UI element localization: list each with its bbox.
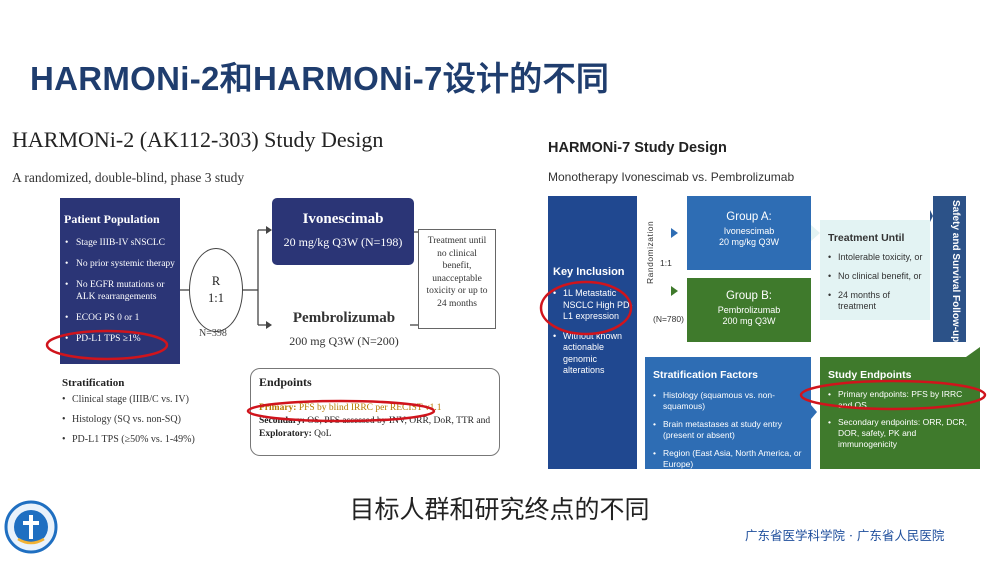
ivonescimab-arm-box: Ivonescimab 20 mg/kg Q3W (N=198) bbox=[272, 198, 414, 265]
randomization-letter: R bbox=[211, 274, 221, 288]
harmoni2-subtitle: A randomized, double-blind, phase 3 stud… bbox=[12, 170, 245, 185]
group-a-name: Group A: bbox=[726, 211, 772, 223]
population-item: No EGFR mutations or ALK rearrangements bbox=[64, 279, 175, 303]
randomization-circle: R 1:1 bbox=[189, 248, 243, 332]
highlight-ellipse-h7-endpoints bbox=[799, 379, 987, 411]
study-endpoint-item: Primary endpoints: PFS by IRRC and OS bbox=[828, 389, 974, 411]
population-item: No prior systemic therapy bbox=[64, 258, 175, 270]
group-a-box: Group A: Ivonescimab 20 mg/kg Q3W bbox=[687, 196, 811, 270]
randomization-ratio: 1:1 bbox=[208, 291, 224, 305]
harmoni2-endpoints-box: Endpoints Primary: PFS by blind IRRC per… bbox=[250, 368, 500, 456]
key-inclusion-box: Key Inclusion 1L Metastatic NSCLC High P… bbox=[548, 196, 637, 469]
harmoni2-stratification-list: Clinical stage (IIIB/C vs. IV) Histology… bbox=[62, 394, 195, 454]
harmoni7-subtitle: Monotherapy Ivonescimab vs. Pembrolizuma… bbox=[548, 170, 795, 184]
treatment-until-item: Intolerable toxicity, or bbox=[828, 252, 925, 263]
group-a-drug: Ivonescimab bbox=[723, 226, 775, 236]
study-endpoints-heading: Study Endpoints bbox=[828, 369, 912, 381]
highlight-ellipse-pdl1 bbox=[45, 329, 169, 361]
pembrolizumab-arm-name: Pembrolizumab bbox=[292, 310, 396, 326]
harmoni7-sample-size: (N=780) bbox=[653, 314, 684, 324]
harmoni2-endpoints-heading: Endpoints bbox=[259, 375, 312, 389]
group-b-box: Group B: Pembrolizumab 200 mg Q3W bbox=[687, 278, 811, 342]
slide-caption: 目标人群和研究终点的不同 bbox=[349, 495, 650, 524]
treatment-until-heading: Treatment Until bbox=[828, 232, 905, 244]
ivonescimab-arm-dose: 20 mg/kg Q3W (N=198) bbox=[283, 235, 403, 249]
harmoni7-ratio: 1:1 bbox=[660, 258, 672, 268]
harmoni2-treatment-box: Treatment until no clinical benefit, una… bbox=[418, 229, 496, 329]
highlight-ellipse-inclusion bbox=[539, 280, 633, 336]
secondary-label: Secondary: bbox=[259, 416, 305, 426]
study-endpoint-item: Secondary endpoints: ORR, DCR, DOR, safe… bbox=[828, 417, 974, 450]
inclusion-item: 1L Metastatic NSCLC High PD-L1 expressio… bbox=[553, 288, 633, 323]
harmoni2-stratification-heading: Stratification bbox=[62, 377, 125, 389]
stratification-factor-item: Brain metastases at study entry (present… bbox=[653, 419, 805, 441]
primary-value: PFS by blind IRRC per RECIST v1.1 bbox=[298, 403, 442, 413]
footer-organization: 广东省医学科学院 · 广东省人民医院 bbox=[745, 528, 945, 543]
exploratory-value: QoL bbox=[314, 429, 332, 439]
population-item: ECOG PS 0 or 1 bbox=[64, 312, 175, 324]
harmoni2-exploratory-endpoint: Exploratory: QoL bbox=[259, 428, 491, 441]
stratification-item: PD-L1 TPS (≥50% vs. 1-49%) bbox=[62, 434, 195, 446]
inclusion-item: Without known actionable genomic alterat… bbox=[553, 331, 633, 377]
harmoni2-title: HARMONi-2 (AK112-303) Study Design bbox=[12, 127, 384, 152]
harmoni2-sample-size: N=398 bbox=[199, 328, 227, 339]
hospital-logo-icon bbox=[4, 500, 58, 554]
treatment-until-box: Treatment Until Intolerable toxicity, or… bbox=[820, 220, 930, 320]
stratification-item: Clinical stage (IIIB/C vs. IV) bbox=[62, 394, 195, 406]
patient-population-box: Patient Population Stage IIIB-IV sNSCLC … bbox=[60, 198, 180, 364]
stratification-factors-heading: Stratification Factors bbox=[653, 369, 759, 381]
study-endpoints-box: Study Endpoints Primary endpoints: PFS b… bbox=[820, 357, 980, 469]
stratification-item: Histology (SQ vs. non-SQ) bbox=[62, 414, 195, 426]
slide-title: HARMONi-2和HARMONi-7设计的不同 bbox=[30, 60, 610, 97]
group-a-dose: 20 mg/kg Q3W bbox=[718, 237, 780, 247]
secondary-value: OS, PFS assessed by INV, ORR, DoR, TTR a… bbox=[307, 416, 491, 426]
pembrolizumab-arm-dose: 200 mg Q3W (N=200) bbox=[289, 334, 399, 348]
treatment-until-item: 24 months of treatment bbox=[828, 290, 925, 312]
exploratory-label: Exploratory: bbox=[259, 429, 312, 439]
population-item: Stage IIIB-IV sNSCLC bbox=[64, 237, 175, 249]
key-inclusion-heading: Key Inclusion bbox=[553, 266, 625, 278]
population-item: PD-L1 TPS ≥1% bbox=[64, 333, 175, 345]
stratification-factor-item: Region (East Asia, North America, or Eur… bbox=[653, 448, 805, 470]
stratification-factor-item: Histology (squamous vs. non-squamous) bbox=[653, 390, 805, 412]
primary-label: Primary: bbox=[259, 403, 297, 413]
safety-followup-box bbox=[933, 196, 966, 342]
treatment-until-item: No clinical benefit, or bbox=[828, 271, 925, 282]
harmoni7-title: HARMONi-7 Study Design bbox=[548, 140, 727, 156]
ivonescimab-arm-name: Ivonescimab bbox=[302, 211, 384, 227]
group-b-drug: Pembrolizumab bbox=[717, 305, 781, 315]
harmoni2-primary-endpoint: Primary: PFS by blind IRRC per RECIST v1… bbox=[259, 402, 491, 415]
patient-population-heading: Patient Population bbox=[64, 212, 160, 226]
harmoni2-secondary-endpoint: Secondary: OS, PFS assessed by INV, ORR,… bbox=[259, 415, 491, 428]
group-b-dose: 200 mg Q3W bbox=[722, 316, 776, 326]
highlight-ellipse-primary-endpoint bbox=[246, 399, 436, 423]
group-b-name: Group B: bbox=[725, 290, 773, 302]
stratification-factors-box: Stratification Factors Histology (squamo… bbox=[645, 357, 811, 469]
